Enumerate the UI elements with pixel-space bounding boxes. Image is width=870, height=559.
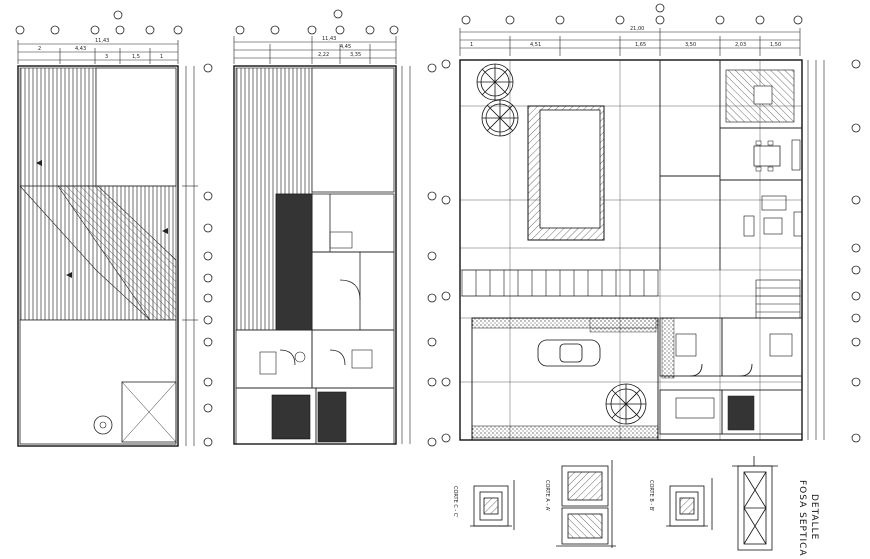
pool-water [539,109,601,229]
car-icon [537,339,601,367]
roof-dim-5: 1 [160,54,163,60]
upper-dim-2: 3,35 [350,52,361,58]
detail-title-line2: FOSA SEPTICA [797,480,807,557]
garden-strip [589,317,657,333]
slope-arrow-icon [36,160,42,166]
upper-stair-hatch [275,193,313,331]
upper-right-dimensions [401,66,411,444]
roof-plan: 11,43 2 4,43 3 1,5 1 [15,10,213,447]
ground-bath-tile [727,395,755,431]
ground-plan-top-dimensions [459,28,801,56]
bed-icon [675,333,697,357]
upper-plan-top-dimensions [233,36,397,64]
roof-slab-left [19,67,97,187]
garage-area [471,317,659,441]
roof-grid-markers-right [203,63,213,447]
armchair-icon [793,211,803,237]
ground-stairs [461,269,801,319]
garden-strip [471,317,659,329]
ground-dim-2: 4,51 [530,42,541,48]
section-cc-drawing [470,480,515,530]
tree-icon [481,99,519,137]
section-cc-label: CORTE C - C' [452,486,458,518]
ground-right-dimensions [807,60,825,440]
ground-grid-markers-top [461,3,803,25]
slope-arrow-icon [162,228,168,234]
water-tank-icon [93,415,113,435]
kitchen-island [753,85,773,105]
detail-title-line1: DETALLE [809,494,819,540]
upper-bath-tile [271,394,311,440]
tree-icon [605,383,647,425]
section-bb-label: CORTE B - B' [648,480,654,512]
roof-grid-markers-top [15,10,183,35]
ground-grid-markers-right [851,59,861,443]
bed-icon [769,333,793,357]
section-bb-drawing [666,478,713,530]
ground-dim-5: 2,03 [735,42,746,48]
roof-dim-4: 1,5 [132,54,140,60]
ground-gridlines [460,60,802,440]
coffee-table-icon [763,217,783,235]
roof-void [95,67,177,187]
roof-dim-2: 4,43 [75,46,86,52]
bed-icon [675,397,715,419]
ground-dim-1: 1 [470,42,473,48]
ground-dim-4: 3,50 [685,42,696,48]
upper-rooms [235,193,395,445]
upper-grid-markers-right [427,63,437,447]
ground-dim-total: 21,00 [630,26,644,32]
roof-dim-3: 3 [105,54,108,60]
dining-table-icon [753,145,781,167]
garden-strip [661,317,675,379]
section-details: CORTE C - C' CORTE A - A' CORTE B - B' [452,456,819,557]
roof-dim-1: 2 [38,46,41,52]
roof-outline [17,65,179,447]
upper-grid-markers-top [235,9,399,35]
slope-arrow-icon [66,272,72,278]
ground-bedrooms [659,317,803,435]
upper-void [311,67,395,193]
ground-grid-markers-left [441,59,451,443]
sink-icon [294,351,306,363]
bed-icon [351,349,373,369]
section-aa-drawing [556,460,616,548]
ground-dim-6: 1,50 [770,42,781,48]
roof-dim-total: 11,43 [95,38,109,44]
upper-dim-3: 2,22 [318,52,329,58]
section-aa-label: CORTE A - A' [544,480,550,512]
bed-icon [329,231,353,249]
bed-icon [259,351,277,375]
sideboard [791,139,801,171]
roof-plan-right-dimensions [182,66,198,446]
sofa-icon [761,195,787,211]
roof-water-tank-slab [121,381,177,443]
ground-floor-plan: 21,00 1 4,51 1,65 3,50 2,03 1,50 [441,3,861,443]
garden-strip [471,425,659,439]
upper-dim-1: 4,45 [340,44,351,50]
septic-tank-plan [732,456,778,551]
upper-bath-tile [317,391,347,443]
armchair-icon [743,215,755,237]
ground-interior-walls [659,60,802,270]
tree-icon [476,63,514,101]
upper-floor-plan: 11,43 4,45 3,35 2,22 [233,9,437,447]
roof-plan-top-dimensions [17,40,179,64]
ground-dim-3: 1,65 [635,42,646,48]
upper-dim-total: 11,43 [322,36,336,42]
roof-slab-diagonal [57,185,177,321]
